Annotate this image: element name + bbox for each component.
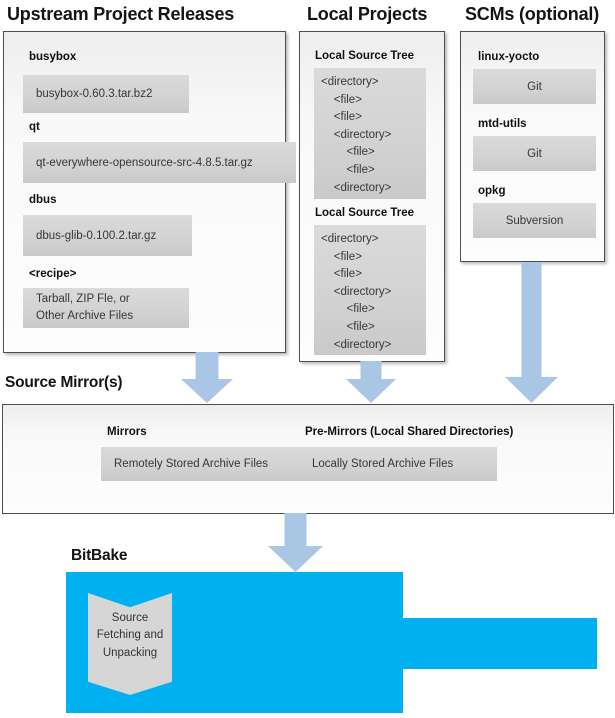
bitbake-block-extension: [403, 618, 597, 669]
local-tree-box: <directory> <file> <file> <directory> <f…: [314, 225, 426, 355]
upstream-item-label: busybox: [29, 51, 77, 63]
local-tree-label: Local Source Tree: [315, 50, 415, 62]
upstream-item-box: Tarball, ZIP Fle, or Other Archive Files: [23, 288, 189, 328]
scms-heading: SCMs (optional): [465, 4, 599, 24]
scm-item-box: Subversion: [473, 203, 596, 238]
down-arrow-bitbake-icon: [268, 513, 323, 572]
down-arrow-upstream-icon: [181, 352, 233, 403]
upstream-item-box: dbus-glib-0.100.2.tar.gz: [23, 215, 192, 256]
source-mirrors-panel: Mirrors Remotely Stored Archive Files Pr…: [2, 404, 614, 514]
upstream-item-label: dbus: [29, 194, 57, 206]
upstream-panel: busybox busybox-0.60.3.tar.bz2 qt qt-eve…: [3, 31, 296, 353]
scm-item-box: Git: [473, 136, 596, 171]
mirrors-label: Mirrors: [107, 426, 147, 438]
scm-item-label: mtd-utils: [478, 118, 527, 130]
down-arrow-local-icon: [346, 361, 396, 403]
upstream-item-label: <recipe>: [29, 268, 77, 280]
scm-item-label: linux-yocto: [478, 51, 540, 63]
pre-mirrors-box: Locally Stored Archive Files: [299, 447, 497, 481]
scms-panel: linux-yocto Git mtd-utils Git opkg Subve…: [460, 31, 605, 262]
source-fetching-banner: Source Fetching and Unpacking: [88, 593, 172, 695]
bitbake-heading: BitBake: [71, 547, 128, 564]
source-mirrors-heading: Source Mirror(s): [5, 374, 123, 391]
scm-item-box: Git: [473, 69, 596, 104]
local-tree-box: <directory> <file> <file> <directory> <f…: [314, 68, 426, 199]
mirrors-box: Remotely Stored Archive Files: [101, 447, 299, 481]
upstream-item-box: busybox-0.60.3.tar.bz2: [23, 75, 189, 113]
upstream-item-label: qt: [29, 121, 40, 133]
upstream-item-box: qt-everywhere-opensource-src-4.8.5.tar.g…: [23, 142, 296, 183]
local-tree-label: Local Source Tree: [315, 207, 415, 219]
local-projects-panel: Local Source Tree <directory> <file> <fi…: [299, 31, 445, 362]
upstream-heading: Upstream Project Releases: [7, 4, 235, 24]
down-arrow-scm-icon: [505, 262, 558, 403]
local-projects-heading: Local Projects: [307, 4, 428, 24]
pre-mirrors-label: Pre-Mirrors (Local Shared Directories): [305, 426, 514, 438]
scm-item-label: opkg: [478, 185, 506, 197]
